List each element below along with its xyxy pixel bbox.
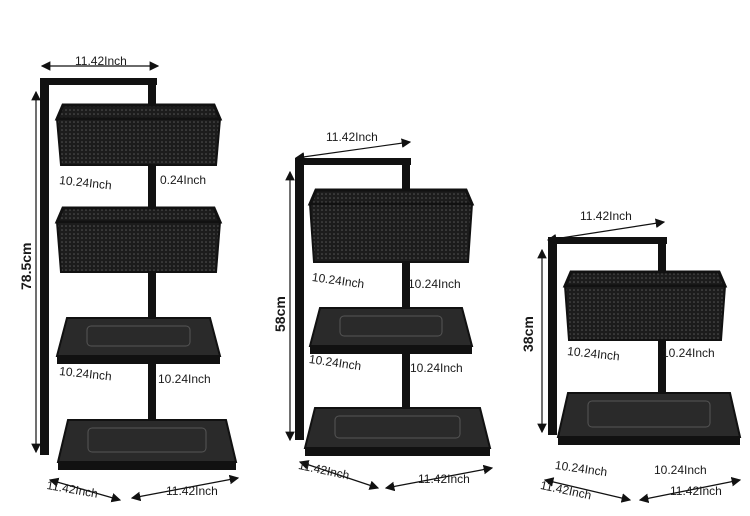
rack2-top-width-label: 11.42Inch: [326, 130, 378, 144]
rack3-top-width-label: 11.42Inch: [580, 209, 632, 223]
rack3-tray2-edge: [558, 437, 740, 445]
rack3-basket-width-label: 10.24Inch: [662, 346, 715, 360]
rack2-right-post: [402, 158, 410, 440]
rack2-tray-width-label: 10.24Inch: [410, 361, 463, 375]
rack2-tray3-top: [303, 407, 492, 449]
rack2-tray3-groove: [334, 415, 461, 439]
rack1-height-label: 78.5cm: [18, 242, 34, 290]
rack2-basket1-rim: [307, 188, 475, 206]
rack2-left-post: [295, 164, 304, 440]
rack1-base-width-dimension-arrow: [130, 474, 240, 502]
rack2-basket1-body: [308, 203, 474, 263]
rack2-base-width-dimension-arrow: [384, 464, 494, 492]
rack2-top-bar: [295, 158, 411, 165]
rack1-tray3-groove: [86, 325, 191, 347]
rack3-basket1-rim: [562, 270, 728, 288]
rack3-tray2-groove: [587, 400, 711, 428]
rack1-base-width-label: 11.42Inch: [166, 484, 218, 498]
rack2-base-depth-dimension-arrow: [298, 460, 380, 490]
rack3-base-width-dimension-arrow: [638, 476, 742, 504]
rack3-tray2-top: [556, 392, 742, 438]
rack1-basket-width-label: 0.24Inch: [160, 173, 207, 187]
rack2-tray2-edge: [310, 346, 472, 354]
rack1-tray3-edge: [57, 356, 220, 364]
rack1-basket2-rim: [54, 206, 223, 224]
rack3-base-inner-width-label: 10.24Inch: [654, 463, 707, 477]
rack2-height-label: 58cm: [272, 296, 288, 332]
rack1-basket1-rim: [54, 103, 223, 121]
rack3-base-width-label: 11.42Inch: [670, 484, 722, 498]
rack2-tray2-top: [308, 307, 474, 347]
rack2-base-width-label: 11.42Inch: [418, 472, 470, 486]
rack2-tray3-edge: [305, 448, 490, 456]
rack1-tray4-groove: [87, 427, 207, 453]
rack3-top-bar: [548, 237, 667, 244]
rack1-tray3-top: [55, 317, 222, 357]
rack1-left-post: [40, 84, 49, 455]
rack1-tray4-top: [56, 419, 238, 463]
rack3-left-post: [548, 243, 557, 435]
rack1-basket1-body: [55, 118, 222, 166]
rack1-basket2-body: [55, 221, 222, 273]
rack1-tray4-edge: [58, 462, 236, 470]
rack1-base-depth-dimension-arrow: [48, 477, 122, 503]
rack2-top-width-dimension-arrow: [294, 138, 412, 162]
rack3-base-depth-dimension-arrow: [543, 477, 632, 503]
rack3-basket1-body: [563, 285, 727, 341]
rack2-basket-width-label: 10.24Inch: [408, 277, 461, 291]
rack1-top-width-label: 11.42Inch: [75, 54, 127, 68]
rack3-height-label: 38cm: [520, 316, 536, 352]
rack1-top-bar: [40, 78, 157, 85]
rack2-tray2-groove: [339, 315, 443, 337]
rack3-top-width-dimension-arrow: [546, 218, 666, 244]
rack1-tray-width-label: 10.24Inch: [158, 372, 211, 386]
